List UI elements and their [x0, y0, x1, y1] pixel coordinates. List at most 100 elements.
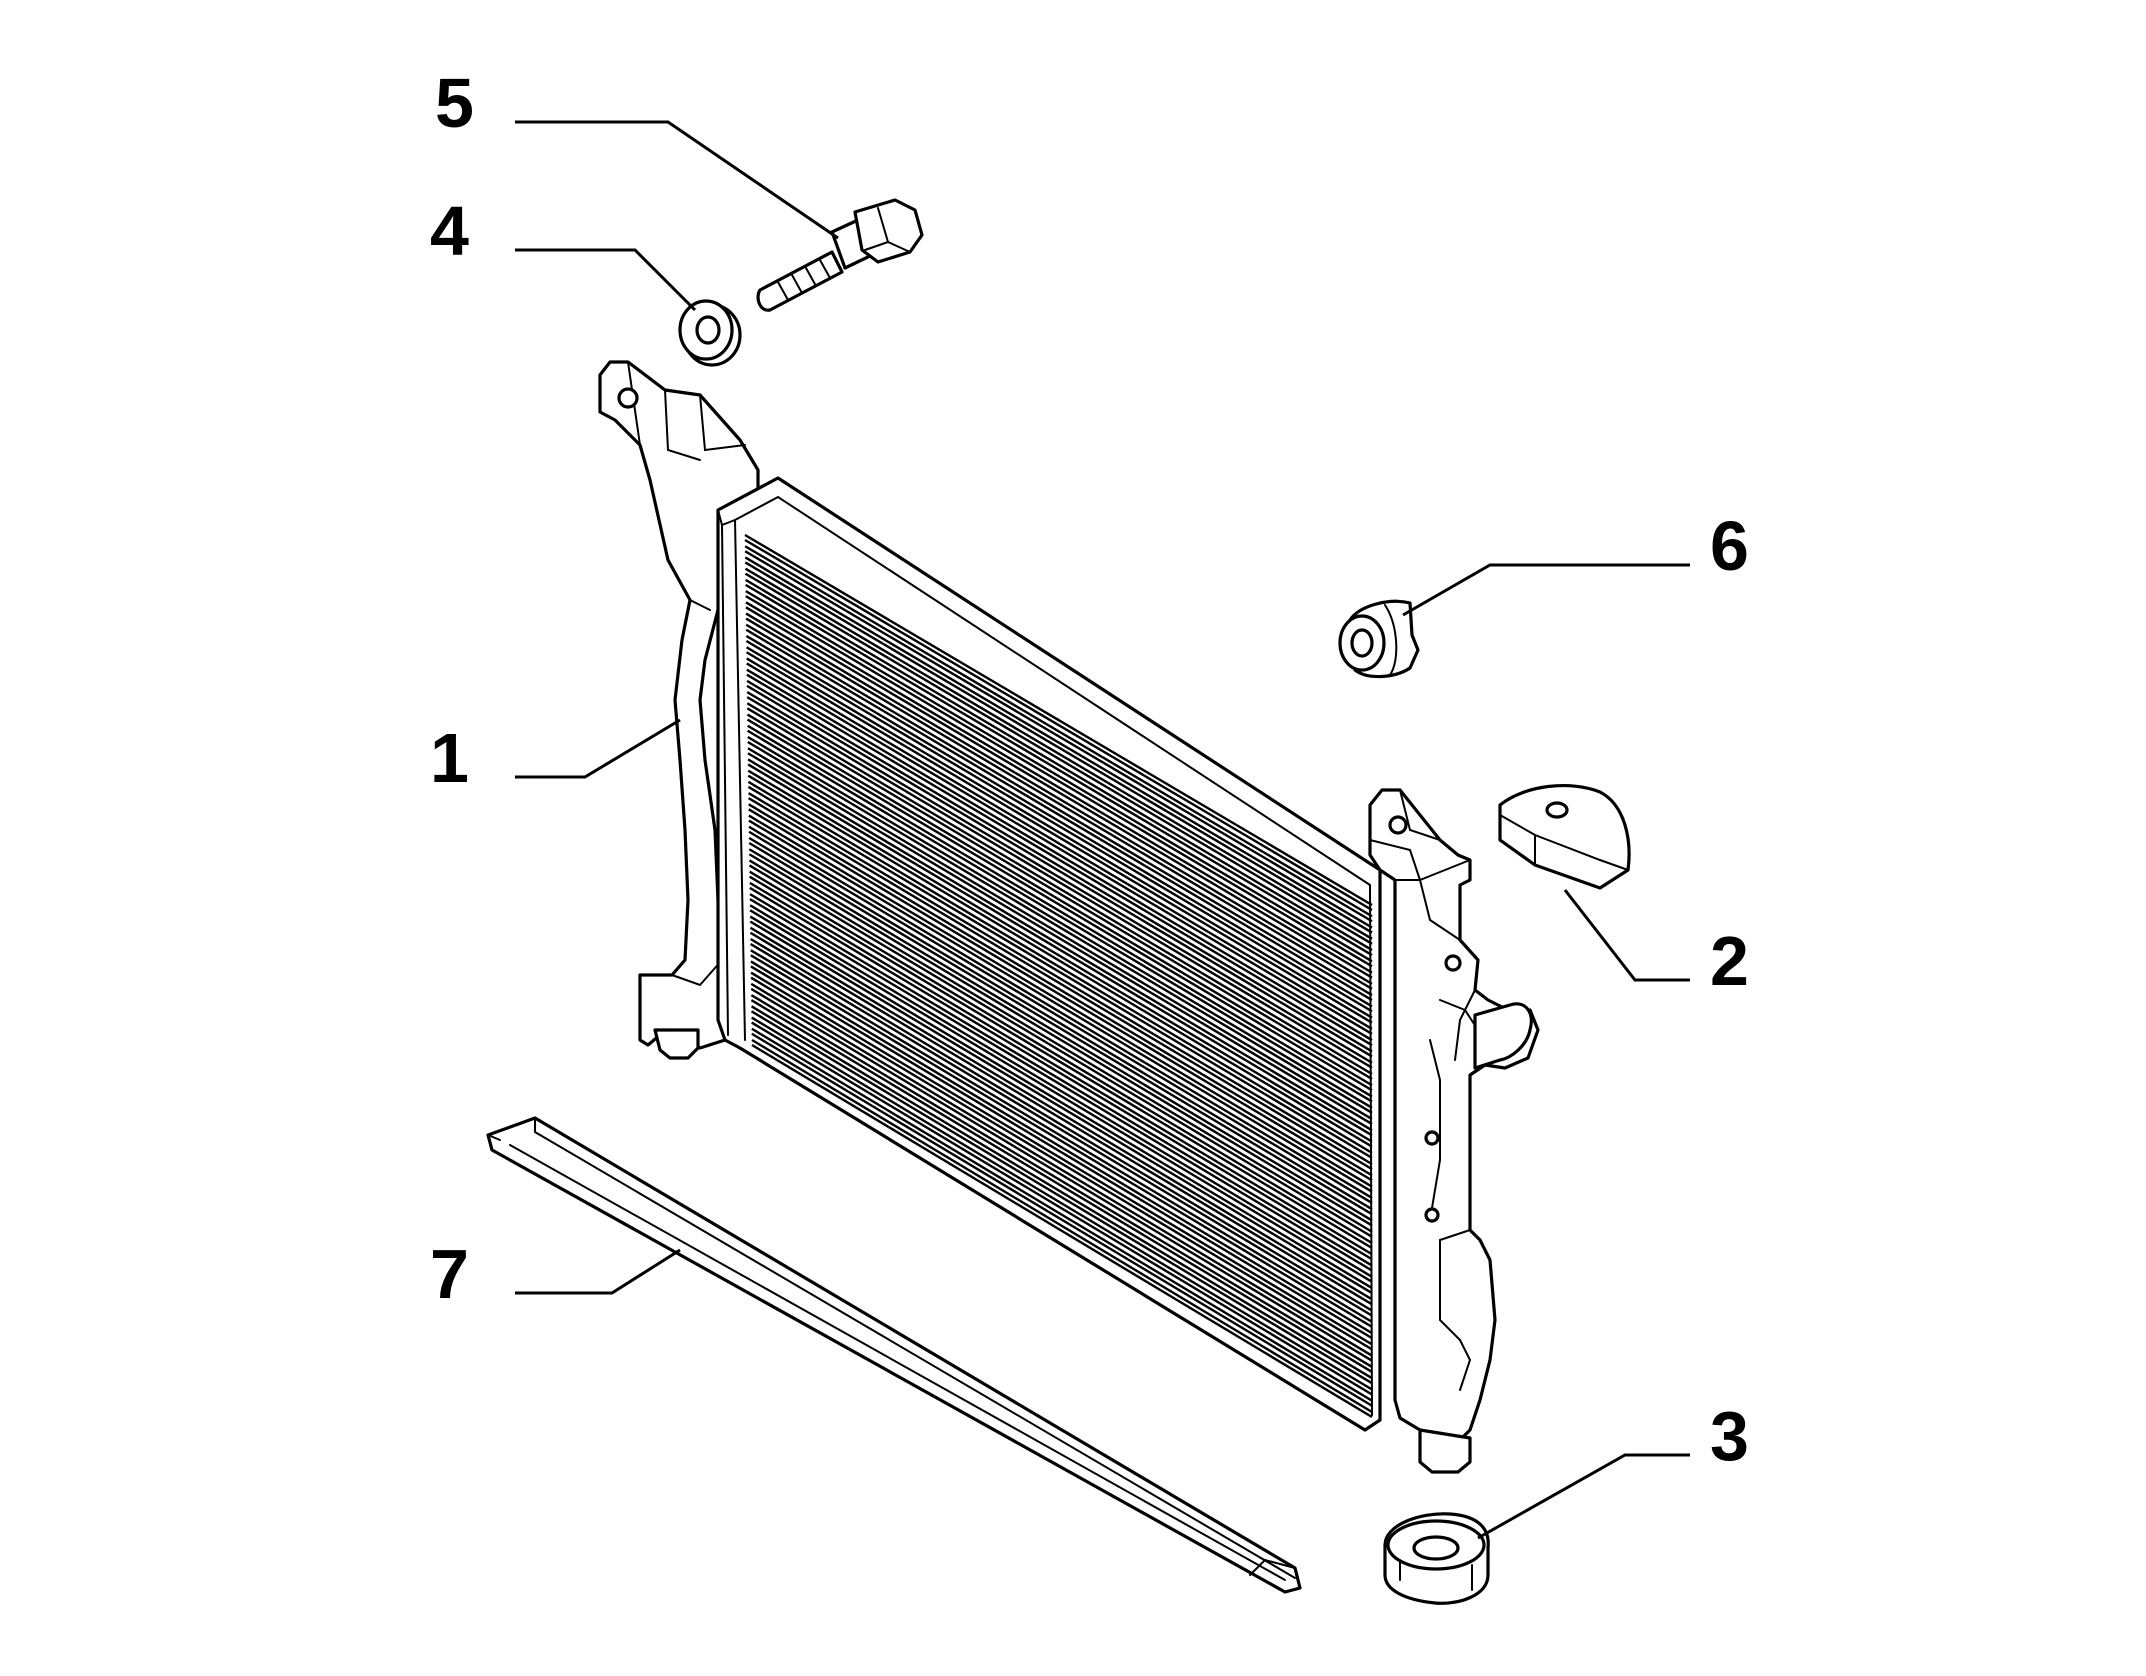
left-mount-hole	[617, 387, 639, 409]
radiator-fin	[749, 881, 1373, 1256]
radiator-fin	[746, 702, 1373, 1076]
radiator-fin-edge	[746, 662, 1373, 1035]
callout-5: 5	[435, 64, 474, 142]
radiator-fin	[747, 747, 1373, 1121]
radiator-fin	[750, 994, 1373, 1368]
radiator-fin-edge	[746, 684, 1373, 1058]
right-tank-boss-1	[1424, 1130, 1440, 1146]
radiator-fin	[747, 769, 1373, 1143]
radiator-fin	[746, 713, 1373, 1087]
radiator-fin	[748, 859, 1373, 1233]
radiator-fin	[744, 556, 1373, 929]
radiator-fin	[750, 960, 1373, 1335]
radiator-fin	[750, 1005, 1373, 1380]
radiator-fin-edge	[746, 718, 1373, 1092]
radiator-fin	[749, 904, 1373, 1278]
callout-7: 7	[430, 1235, 469, 1313]
radiator-fin-edge	[749, 909, 1373, 1283]
radiator-fin-edge	[751, 1032, 1373, 1407]
radiator-fin	[744, 533, 1373, 907]
radiator-fin-edge	[745, 583, 1373, 957]
radiator-fin-edge	[750, 965, 1373, 1340]
radiator-fin	[748, 836, 1373, 1211]
callout-1: 1	[430, 719, 469, 797]
radiator-fin-edge	[751, 1043, 1373, 1419]
callout-6: 6	[1710, 507, 1749, 585]
radiator-fin	[747, 724, 1373, 1098]
radiator-fin-edge	[750, 1010, 1373, 1385]
radiator-fin	[747, 735, 1373, 1109]
callout-numbers: 1 2 3 4 5 6 7	[430, 64, 1749, 1475]
radiator-fin-edge	[750, 954, 1373, 1328]
radiator-fin-edge	[749, 886, 1373, 1261]
radiator-fin-edge	[750, 987, 1373, 1362]
leader-3	[1477, 1453, 1690, 1540]
radiator-fin-edge	[747, 797, 1373, 1171]
right-mount-hole	[1388, 815, 1408, 835]
radiator-fin	[745, 601, 1373, 974]
radiator-fins	[744, 533, 1373, 1419]
radiator-fin-edge	[744, 550, 1373, 923]
radiator-fin	[746, 657, 1373, 1030]
radiator-fin	[749, 915, 1373, 1290]
radiator-fin	[748, 803, 1373, 1177]
radiator-fin-edge	[748, 819, 1373, 1193]
radiator-fin	[745, 623, 1373, 997]
radiator-right-foot	[1418, 1428, 1472, 1474]
leader-5	[515, 120, 839, 240]
right-tank-boss-2	[1424, 1207, 1440, 1223]
radiator-left-foot	[653, 1028, 700, 1060]
radiator-fin-edge	[748, 864, 1373, 1238]
radiator-fin-edge	[749, 931, 1373, 1306]
radiator-fin	[748, 825, 1373, 1199]
radiator-fin	[747, 758, 1373, 1132]
callout-3: 3	[1710, 1397, 1749, 1475]
radiator-fin	[747, 780, 1373, 1154]
washer-part-4	[678, 299, 742, 367]
callout-2: 2	[1710, 922, 1749, 1000]
radiator-part-1	[598, 360, 1540, 1474]
radiator-fin	[749, 870, 1373, 1245]
radiator-fin	[745, 646, 1373, 1019]
leader-lines	[515, 120, 1690, 1540]
radiator-fin-edge	[748, 841, 1373, 1216]
radiator-fin	[751, 1016, 1373, 1391]
radiator-fin	[751, 1027, 1373, 1402]
radiator-fin-edge	[751, 1021, 1373, 1396]
radiator-fin-edge	[748, 808, 1373, 1182]
radiator-fin	[750, 971, 1373, 1346]
radiator-fin-edge	[748, 853, 1373, 1227]
radiator-fin	[749, 893, 1373, 1267]
radiator-fin	[751, 1038, 1373, 1414]
radiator-fin-edge	[745, 617, 1373, 990]
radiator-fin	[745, 634, 1373, 1008]
radiator-fin-edge	[748, 830, 1373, 1204]
mount-cap-part-2	[1498, 783, 1631, 890]
radiator-fin-edge	[744, 561, 1373, 934]
radiator-fin-edge	[749, 898, 1373, 1272]
radiator-fin-edge	[745, 628, 1373, 1002]
callout-4: 4	[430, 192, 469, 270]
radiator-fin	[746, 679, 1373, 1053]
radiator-right-tank	[1368, 788, 1540, 1442]
radiator-fin	[745, 590, 1373, 963]
radiator-fin	[745, 578, 1373, 952]
radiator-fin-edge	[745, 651, 1373, 1024]
radiator-fin	[749, 926, 1373, 1301]
radiator-fin-edge	[749, 920, 1373, 1295]
seal-strip-part-7	[486, 1116, 1302, 1594]
leader-7	[515, 1248, 681, 1295]
radiator-fin-edge	[750, 976, 1373, 1351]
radiator-fin	[748, 814, 1373, 1188]
radiator-fin	[748, 848, 1373, 1222]
radiator-fin	[750, 949, 1373, 1323]
radiator-fin-edge	[746, 707, 1373, 1081]
radiator-fin-edge	[744, 572, 1373, 945]
radiator-fin-edge	[747, 774, 1373, 1148]
radiator-fin	[746, 668, 1373, 1042]
leader-2	[1563, 889, 1690, 982]
radiator-fin-edge	[745, 595, 1373, 968]
radiator-fin-edge	[747, 752, 1373, 1126]
radiator-fin-edge	[746, 673, 1373, 1047]
